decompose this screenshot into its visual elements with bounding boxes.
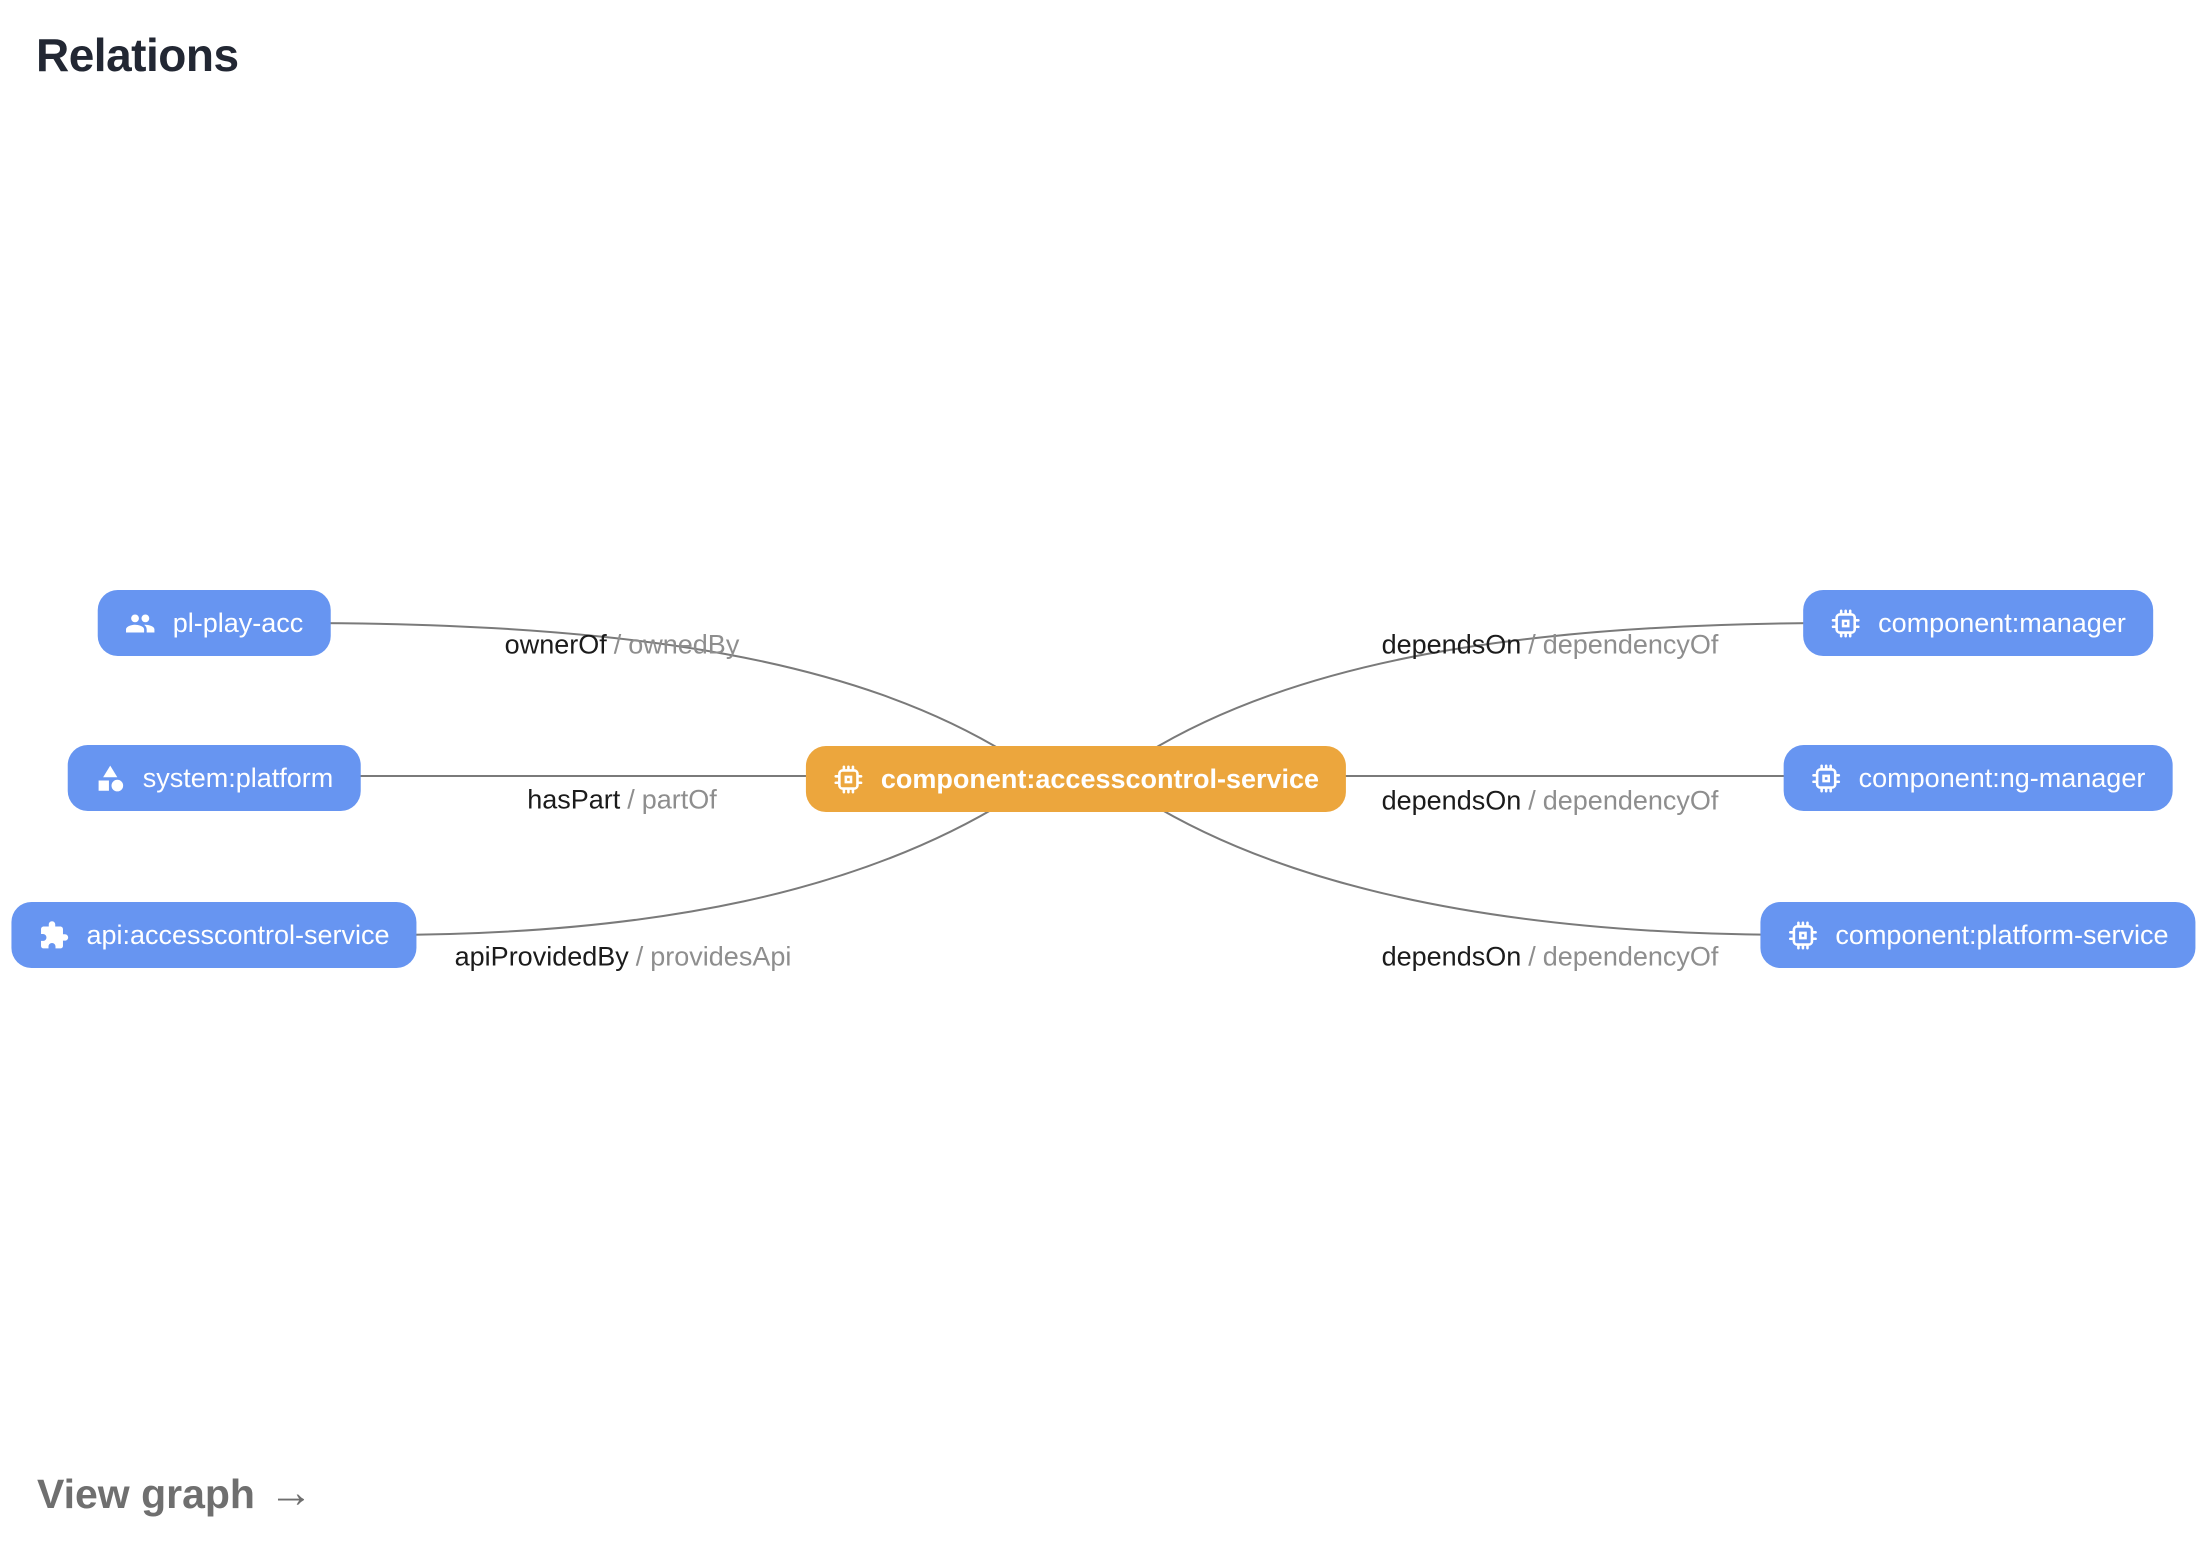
edge-label-haspart: hasPart/partOf [527,785,717,816]
relation-type-reverse: providesApi [650,941,792,972]
people-icon [125,608,156,639]
relation-type-forward: dependsOn [1381,629,1522,660]
entity-node-system-platform[interactable]: system:platform [67,745,361,811]
edge-label-ownerof: ownerOf/ownedBy [505,630,740,661]
relation-type-forward: hasPart [527,784,621,815]
relation-type-separator: / [1528,629,1536,660]
relation-type-reverse: dependencyOf [1542,629,1719,660]
relation-type-reverse: partOf [641,784,717,815]
relation-type-separator: / [1528,785,1536,816]
category-icon [95,763,126,794]
entity-node-label: component:platform-service [1835,919,2169,950]
arrow-right-icon: → [268,1467,313,1517]
relation-type-separator: / [613,629,622,660]
edge-dependson-manager [1144,622,1841,755]
relation-type-separator: / [627,784,635,815]
entity-node-label: component:accesscontrol-service [880,763,1320,794]
edge-label-dependson-ng-manager: dependsOn/dependencyOf [1382,786,1719,817]
entity-node-label: system:platform [142,762,334,793]
chip-icon [1787,920,1818,951]
puzzle-icon [38,920,69,951]
relation-type-forward: ownerOf [504,629,607,660]
relation-type-reverse: ownedBy [628,629,740,660]
view-graph-label: View graph [37,1471,255,1517]
entity-node-label: pl-play-acc [172,607,304,638]
relation-type-forward: dependsOn [1381,785,1522,816]
card-title: Relations [36,29,239,81]
relation-type-separator: / [635,941,644,972]
edge-label-apiprovidedby: apiProvidedBy/providesApi [455,942,792,973]
entity-node-component-accesscontrol-service[interactable]: component:accesscontrol-service [805,746,1347,812]
relation-type-separator: / [1528,941,1536,972]
entity-node-label: api:accesscontrol-service [86,919,390,950]
chip-icon [1830,608,1861,639]
entity-node-label: component:ng-manager [1858,762,2146,793]
entity-node-api-accesscontrol-service[interactable]: api:accesscontrol-service [11,902,417,968]
chip-icon [833,764,864,795]
relation-type-reverse: dependencyOf [1542,785,1719,816]
relation-type-reverse: dependencyOf [1542,941,1719,972]
entity-node-component-platform-service[interactable]: component:platform-service [1760,902,2196,968]
view-graph-link[interactable]: View graph → [37,1467,313,1518]
chip-icon [1811,763,1842,794]
entity-node-component-ng-manager[interactable]: component:ng-manager [1783,745,2173,811]
edge-ownerof [299,622,1009,755]
edge-apiprovidedby [379,799,1009,936]
entity-node-label: component:manager [1878,607,2126,638]
edge-dependson-platform-service [1144,799,1801,936]
edge-label-dependson-manager: dependsOn/dependencyOf [1382,630,1719,661]
entity-node-component-manager[interactable]: component:manager [1803,590,2153,656]
relation-type-forward: dependsOn [1381,941,1522,972]
relation-type-forward: apiProvidedBy [454,941,629,972]
entity-node-pl-play-acc[interactable]: pl-play-acc [97,590,331,656]
edge-label-dependson-platform-service: dependsOn/dependencyOf [1382,942,1719,973]
